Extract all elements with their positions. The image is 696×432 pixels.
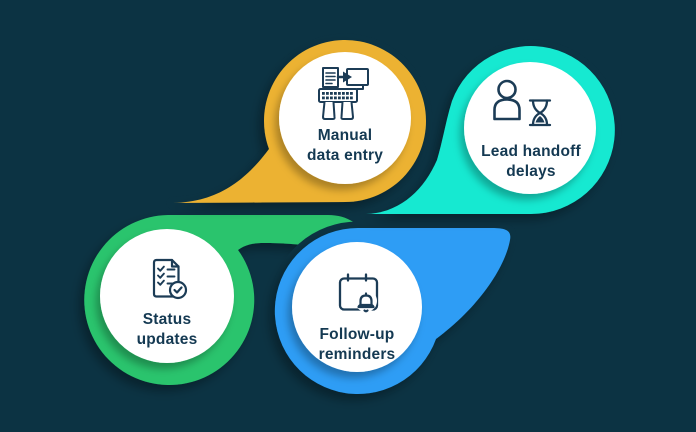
lead-handoff-line2: delays: [506, 163, 556, 180]
manual-data-entry-line2: data entry: [306, 147, 384, 164]
keyboard-typing-icon: [318, 67, 369, 120]
checklist-document-icon: [152, 258, 188, 300]
person-hourglass-icon: [493, 79, 552, 127]
followup-reminders-line2: reminders: [318, 346, 396, 363]
manual-data-entry-label: Manual data entry: [270, 126, 420, 166]
status-updates-line2: updates: [136, 331, 198, 348]
manual-data-entry-line1: Manual: [317, 127, 373, 144]
lead-handoff-white-circle: [464, 62, 596, 194]
status-updates-label: Status updates: [92, 310, 242, 350]
calendar-bell-icon: [338, 273, 379, 313]
lead-handoff-line1: Lead handoff: [481, 143, 581, 160]
followup-reminders-line1: Follow-up: [319, 326, 395, 343]
status-updates-line1: Status: [142, 311, 192, 328]
followup-reminders-label: Follow-up reminders: [282, 325, 432, 365]
lead-handoff-label: Lead handoff delays: [456, 142, 606, 182]
